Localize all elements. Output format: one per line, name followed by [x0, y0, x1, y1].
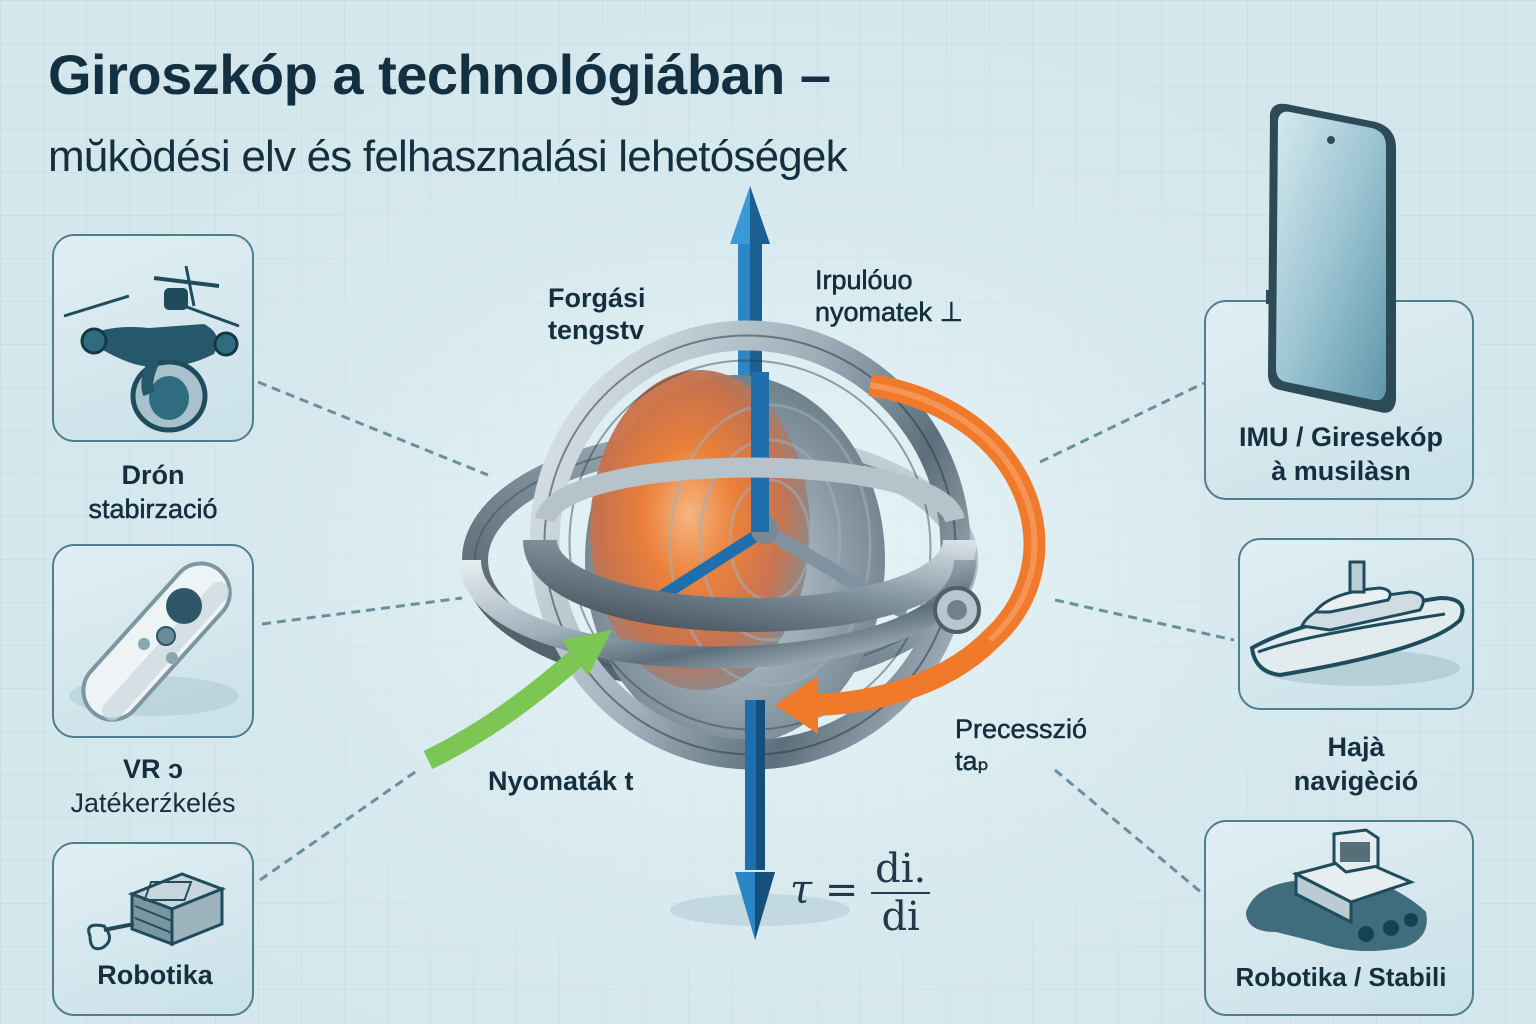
precession-arrow: [775, 374, 1046, 734]
connector-robotics-right: [1054, 768, 1203, 895]
rotation-axis-label-line2: tengstv: [548, 315, 645, 345]
precession-label: Precesszió taₚ: [955, 713, 1088, 777]
caption-line: à musilàsn: [1271, 456, 1411, 486]
axis-down-arrow: [735, 700, 775, 940]
drone-icon: [63, 265, 240, 433]
formula-denominator: di: [881, 894, 920, 940]
caption-line: VR ɔ: [122, 754, 184, 784]
caption-line: navigèció: [1293, 766, 1419, 796]
app-card-drone: [52, 234, 254, 442]
rotation-axis-label: Forgási tengstv: [548, 282, 646, 346]
angular-momentum-label-line1: Irpulóuo: [815, 265, 913, 296]
caption-line: IMU / Giresekóp: [1238, 422, 1444, 452]
app-card-robotics-left: Robotika: [52, 842, 254, 1016]
robot-arm-icon: [87, 872, 227, 951]
connector-ship: [1054, 598, 1235, 642]
precession-label-line2: taₚ: [955, 746, 990, 777]
caption-line: Jatékerźkelés: [70, 788, 236, 818]
app-caption-robotics-right: Robotika / Stabili: [1235, 962, 1447, 992]
angular-momentum-label: Irpulóuo nyomatek ⊥: [815, 264, 964, 328]
page-title: Giroszkóp a technológiában –: [48, 43, 831, 106]
formula-equals: =: [824, 867, 859, 913]
app-caption-imu: IMU / Giresekóp à musilàsn: [1206, 420, 1476, 488]
connector-imu: [1039, 381, 1205, 464]
connector-drone: [257, 380, 489, 477]
precession-label-line1: Precesszió: [955, 714, 1088, 745]
page-subtitle: mŭkòdési elv és felhasznalási lehetósége…: [48, 132, 848, 181]
connector-lines: [257, 380, 1235, 895]
torque-label: Nyomaták t: [488, 766, 634, 796]
formula-fraction: di. di: [871, 846, 931, 940]
connector-robotics-left: [259, 768, 419, 882]
tracked-robot-icon: [1246, 828, 1427, 951]
app-card-vr: [52, 544, 254, 738]
smartphone-icon: [1266, 103, 1396, 413]
app-caption-vr: VR ɔ Jatékerźkelés: [38, 752, 268, 820]
app-caption-robotics-left: Robotika: [97, 960, 213, 990]
torque-arrow: [423, 630, 612, 770]
app-card-ship: [1238, 538, 1474, 710]
caption-line: Drón: [121, 460, 185, 490]
connector-vr: [261, 596, 463, 626]
app-caption-drone: Drón stabirzació: [52, 458, 254, 526]
app-caption-ship: Hajà navigèció: [1238, 730, 1474, 798]
rotation-axis-label-line1: Forgási: [548, 283, 646, 313]
caption-line: Hajà: [1327, 732, 1385, 762]
ship-icon: [1249, 560, 1465, 686]
formula-tau: τ: [790, 867, 813, 913]
caption-line: stabirzació: [88, 494, 218, 525]
vr-controller-icon: [69, 561, 239, 722]
angular-momentum-label-line2: nyomatek ⊥: [815, 297, 964, 328]
app-card-robotics-right: Robotika / Stabili: [1204, 820, 1474, 1016]
formula-numerator: di.: [871, 846, 931, 894]
torque-formula: τ = di. di: [790, 846, 931, 940]
